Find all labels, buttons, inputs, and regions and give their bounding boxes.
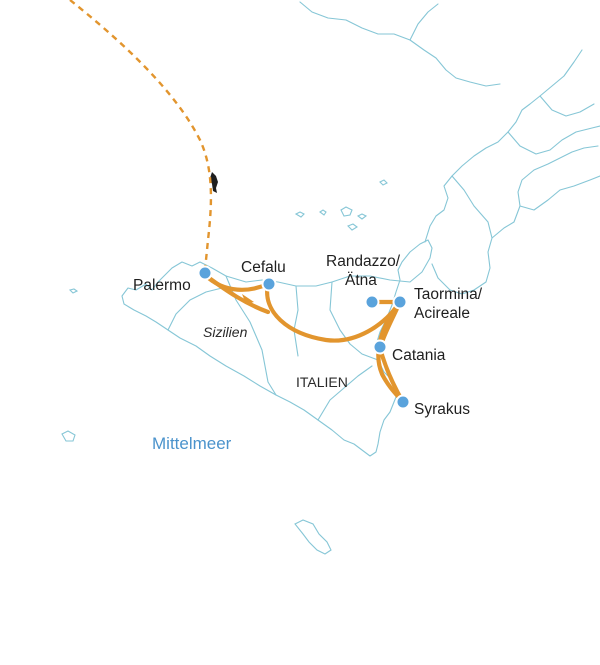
label-randazzo: Randazzo/ Ätna — [326, 253, 404, 289]
stop-palermo — [197, 265, 213, 281]
region-label-sizilien: Sizilien — [203, 324, 248, 340]
label-palermo: Palermo — [133, 277, 191, 294]
aeolian-island-2 — [319, 209, 327, 216]
aeolian-island-3 — [340, 206, 353, 217]
stop-catania — [372, 339, 388, 355]
calabria-coast — [424, 49, 583, 243]
place-labels: Palermo Cefalu Randazzo/ Ätna Taormina/ … — [133, 253, 486, 418]
label-syrakus: Syrakus — [414, 401, 470, 418]
ferry-route — [69, 0, 213, 271]
egadi-island — [61, 430, 76, 442]
ustica-island — [68, 288, 79, 294]
stop-cefalu — [261, 276, 277, 292]
calabria-border — [451, 175, 493, 239]
sicily-border-5 — [167, 287, 223, 331]
mainland-north — [507, 125, 600, 155]
aeolian-island-1 — [294, 211, 305, 218]
stop-taormina — [392, 294, 408, 310]
rock-island — [210, 172, 218, 193]
route-cefalu-taormina — [265, 281, 403, 343]
label-catania: Catania — [392, 347, 446, 364]
malta-island — [294, 519, 332, 555]
stop-randazzo — [364, 294, 380, 310]
route-palermo-cefalu — [202, 272, 271, 292]
mainland-right — [519, 175, 600, 211]
route-taormina-syrakus — [376, 299, 406, 405]
sea-label-mittelmeer: Mittelmeer — [152, 434, 232, 453]
coastlines — [61, 1, 600, 555]
mainland-top-2 — [409, 3, 439, 41]
sicily-border-4 — [317, 365, 373, 421]
sicily-border-2 — [293, 285, 299, 357]
calabria-coast-east — [431, 145, 599, 295]
region-label-italien: ITALIEN — [296, 374, 348, 390]
aeolian-island-4 — [356, 213, 368, 220]
label-cefalu: Cefalu — [241, 259, 286, 276]
aeolian-island-5 — [347, 223, 358, 231]
stromboli-island — [379, 179, 388, 186]
stop-syrakus — [395, 394, 411, 410]
sicily-border-3 — [329, 281, 379, 361]
stops — [197, 265, 411, 410]
direction-arrow — [242, 294, 254, 304]
mainland-north-2 — [539, 95, 595, 117]
label-taormina: Taormina/ Acireale — [414, 286, 486, 322]
mainland-top — [299, 1, 501, 87]
